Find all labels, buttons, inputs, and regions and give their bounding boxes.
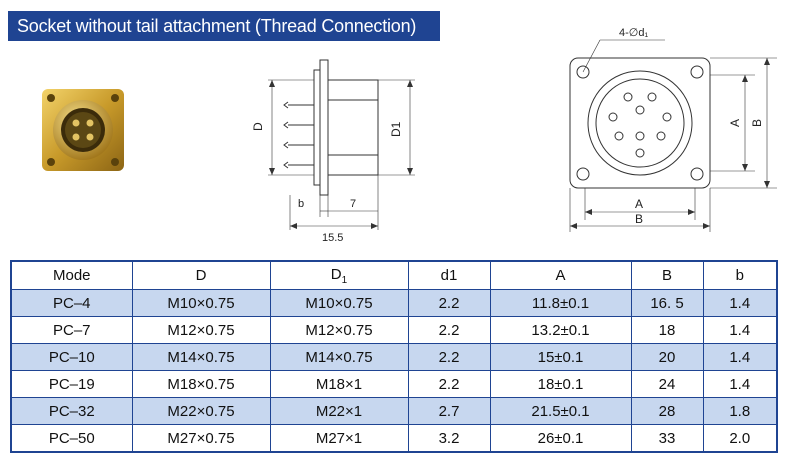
front-view-drawing: 4-∅d₁ A B A B — [569, 27, 777, 232]
table-cell: 1.4 — [702, 316, 778, 344]
table-cell: 2.0 — [702, 424, 778, 453]
table-cell: 26±0.1 — [489, 424, 632, 453]
table-cell: M10×0.75 — [131, 289, 271, 317]
dim-label-7: 7 — [350, 198, 356, 210]
dim-label-B-horizontal: B — [635, 212, 643, 226]
table-cell: M10×0.75 — [269, 289, 409, 317]
table-cell: 1.4 — [702, 289, 778, 317]
table-row: PC–7 M12×0.75 M12×0.75 2.2 13.2±0.1 18 1… — [10, 316, 778, 344]
column-header-text: D — [330, 265, 342, 283]
table-cell: PC–10 — [10, 343, 133, 371]
table-row: PC–4 M10×0.75 M10×0.75 2.2 11.8±0.1 16. … — [10, 289, 778, 317]
hole-callout-label: 4-∅d₁ — [619, 27, 648, 39]
table-cell: 1.4 — [702, 370, 778, 398]
table-cell: 2.7 — [407, 397, 491, 425]
column-header: Mode — [10, 260, 133, 290]
section-title: Socket without tail attachment (Thread C… — [8, 11, 440, 41]
table-cell: 24 — [630, 370, 704, 398]
table-cell: PC–50 — [10, 424, 133, 453]
table-header-row: Mode D D1 d1 A B b — [10, 260, 778, 290]
column-header-subscript: 1 — [341, 274, 348, 286]
table-cell: 18±0.1 — [489, 370, 632, 398]
table-cell: 15±0.1 — [489, 343, 632, 371]
column-header: D — [131, 260, 271, 290]
connector-photo — [42, 89, 124, 171]
table-cell: 16. 5 — [630, 289, 704, 317]
table-cell: PC–4 — [10, 289, 133, 317]
dim-label-15-5: 15.5 — [322, 232, 343, 244]
table-cell: 33 — [630, 424, 704, 453]
dim-label-B-vertical: B — [750, 119, 764, 127]
dim-label-A-horizontal: A — [635, 197, 643, 211]
table-cell: M12×0.75 — [131, 316, 271, 344]
table-cell: 21.5±0.1 — [489, 397, 632, 425]
table-cell: M27×0.75 — [131, 424, 271, 453]
table-cell: M22×0.75 — [131, 397, 271, 425]
dim-label-D1: D1 — [389, 121, 403, 137]
table-cell: M18×1 — [269, 370, 409, 398]
column-header: d1 — [407, 260, 491, 290]
dim-label-b: b — [298, 198, 304, 210]
table-cell: M18×0.75 — [131, 370, 271, 398]
section-title-text: Socket without tail attachment (Thread C… — [17, 15, 417, 36]
table-cell: M22×1 — [269, 397, 409, 425]
table-row: PC–10 M14×0.75 M14×0.75 2.2 15±0.1 20 1.… — [10, 343, 778, 371]
table-row: PC–50 M27×0.75 M27×1 3.2 26±0.1 33 2.0 — [10, 424, 778, 453]
column-header: B — [630, 260, 704, 290]
table-cell: PC–32 — [10, 397, 133, 425]
table-cell: M14×0.75 — [269, 343, 409, 371]
table-cell: 20 — [630, 343, 704, 371]
table-cell: 2.2 — [407, 370, 491, 398]
table-cell: 2.2 — [407, 289, 491, 317]
column-header: A — [489, 260, 632, 290]
spec-table: Mode D D1 d1 A B b PC–4 M10×0.75 M10×0.7… — [10, 260, 778, 453]
dim-label-A-vertical: A — [728, 119, 742, 127]
table-cell: 1.4 — [702, 343, 778, 371]
table-cell: M12×0.75 — [269, 316, 409, 344]
table-cell: PC–7 — [10, 316, 133, 344]
table-cell: 3.2 — [407, 424, 491, 453]
table-cell: 11.8±0.1 — [489, 289, 632, 317]
table-cell: 28 — [630, 397, 704, 425]
table-row: PC–19 M18×0.75 M18×1 2.2 18±0.1 24 1.4 — [10, 370, 778, 398]
table-cell: 18 — [630, 316, 704, 344]
table-cell: 13.2±0.1 — [489, 316, 632, 344]
table-row: PC–32 M22×0.75 M22×1 2.7 21.5±0.1 28 1.8 — [10, 397, 778, 425]
table-cell: 2.2 — [407, 316, 491, 344]
table-cell: M27×1 — [269, 424, 409, 453]
side-view-drawing: D D1 b 7 15.5 — [251, 59, 415, 244]
table-cell: PC–19 — [10, 370, 133, 398]
table-cell: 2.2 — [407, 343, 491, 371]
table-cell: M14×0.75 — [131, 343, 271, 371]
table-cell: 1.8 — [702, 397, 778, 425]
column-header: D1 — [269, 260, 409, 290]
dim-label-D: D — [251, 122, 265, 131]
column-header: b — [702, 260, 778, 290]
